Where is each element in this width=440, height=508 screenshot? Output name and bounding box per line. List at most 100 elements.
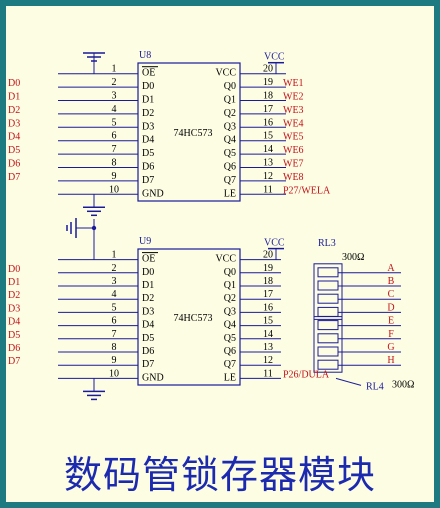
chip-u9-pin-num-4: 4 xyxy=(112,289,117,300)
chip-u9-resistor-7 xyxy=(317,359,339,370)
chip-u9-pin-name-d3: D3 xyxy=(142,306,154,317)
chip-u9-net-p26-dula: P26/DULA xyxy=(283,369,330,380)
chip-u9-pin-num-2: 2 xyxy=(112,263,117,274)
chip-u8-pin-num-12: 12 xyxy=(263,171,273,182)
chip-u8-pin-name-q5: Q5 xyxy=(224,148,236,159)
chip-u9-net-d7: D7 xyxy=(8,356,20,367)
chip-u9-net-d1: D1 xyxy=(8,277,20,288)
chip-u8-pin-num-18: 18 xyxy=(263,91,273,102)
chip-u8-pin-num-6: 6 xyxy=(112,131,117,142)
chip-u9-net-d2: D2 xyxy=(8,290,20,301)
chip-u8-pin-name-q2: Q2 xyxy=(224,108,236,119)
chip-u8-net-d1: D1 xyxy=(8,92,20,103)
chip-u8-pin-num-17: 17 xyxy=(263,104,273,115)
chip-u8-pin-num-15: 15 xyxy=(263,131,273,142)
chip-u9-net-b: B xyxy=(388,276,395,287)
chip-u8-pin-num-14: 14 xyxy=(263,144,273,155)
chip-u9-rl4-package xyxy=(313,316,343,373)
chip-u9-pin-num-5: 5 xyxy=(112,302,117,313)
chip-u8-pin-num-20: 20 xyxy=(263,64,273,75)
chip-u9-pin-num-12: 12 xyxy=(263,355,273,366)
chip-u8-pin-num-7: 7 xyxy=(112,144,117,155)
chip-u9-pin-name-d1: D1 xyxy=(142,280,154,291)
chip-u9-pin-name-q1: Q1 xyxy=(224,280,236,291)
chip-u9-pin-name-d0: D0 xyxy=(142,267,154,278)
chip-u8-pin-num-13: 13 xyxy=(263,158,273,169)
chip-u8-pin-name-q0: Q0 xyxy=(224,81,236,92)
chip-u8-pin-name-d5: D5 xyxy=(142,148,154,159)
chip-u8-pin-num-4: 4 xyxy=(112,104,117,115)
chip-u8-net-we7: WE7 xyxy=(283,159,304,170)
chip-u9-resistor-6 xyxy=(317,346,339,357)
chip-u9-pin-num-1: 1 xyxy=(112,250,117,261)
chip-u9-net-h: H xyxy=(387,355,394,366)
chip-u8-vcc-label: VCC xyxy=(264,52,285,63)
rl3-ref: RL3 xyxy=(318,238,336,249)
chip-u8-net-we3: WE3 xyxy=(283,105,304,116)
chip-u8-pin-name-le: LE xyxy=(224,188,236,199)
chip-u9-pin-num-3: 3 xyxy=(112,276,117,287)
chip-u9-resistor-3 xyxy=(317,306,339,317)
chip-u9-net-d: D xyxy=(387,302,394,313)
chip-u9-resistor-5 xyxy=(317,333,339,344)
chip-u8-pin-num-1: 1 xyxy=(112,64,117,75)
chip-u9-pin-num-8: 8 xyxy=(112,342,117,353)
chip-u9-pin-num-13: 13 xyxy=(263,342,273,353)
chip-u8-ref: U8 xyxy=(139,50,151,61)
chip-u9-pin-name-le: LE xyxy=(224,372,236,383)
chip-u9-vcc-label: VCC xyxy=(264,238,285,249)
chip-u8-net-we2: WE2 xyxy=(283,92,304,103)
chip-u9-pin-name-d2: D2 xyxy=(142,293,154,304)
chip-u9-ref: U9 xyxy=(139,236,151,247)
rl4-value: 300Ω xyxy=(392,379,414,390)
chip-u9-net-f: F xyxy=(388,329,394,340)
chip-u8-net-d0: D0 xyxy=(8,78,20,89)
chip-u8-net-d2: D2 xyxy=(8,105,20,116)
chip-u9-pin-name-q3: Q3 xyxy=(224,306,236,317)
chip-u9-net-e: E xyxy=(388,316,394,327)
chip-u8-pin-name-d4: D4 xyxy=(142,135,154,146)
chip-u8-net-d3: D3 xyxy=(8,118,20,129)
chip-u9-net-d5: D5 xyxy=(8,330,20,341)
chip-u8-net-we1: WE1 xyxy=(283,78,304,89)
chip-u9-net-g: G xyxy=(387,342,394,353)
chip-u9-pin-num-10: 10 xyxy=(109,368,119,379)
chip-u8-pin-num-5: 5 xyxy=(112,117,117,128)
chip-u8-net-we8: WE8 xyxy=(283,172,304,183)
chip-u8-pin-name-d2: D2 xyxy=(142,108,154,119)
chip-u9-pin-name-d7: D7 xyxy=(142,359,154,370)
chip-u9-pin-name-q6: Q6 xyxy=(224,346,236,357)
chip-u9-pin-num-11: 11 xyxy=(263,368,273,379)
chip-u9-pin-num-17: 17 xyxy=(263,289,273,300)
chip-u9-pin-name-q5: Q5 xyxy=(224,333,236,344)
chip-u9-pin-num-19: 19 xyxy=(263,263,273,274)
chip-u8-pin-name-d6: D6 xyxy=(142,162,154,173)
chip-u9-resistor-2 xyxy=(317,293,339,304)
chip-u9-pin-name-d4: D4 xyxy=(142,320,154,331)
chip-u8-net-we4: WE4 xyxy=(283,118,304,129)
chip-u8-pin-name-q6: Q6 xyxy=(224,162,236,173)
chip-u8-pin-name-q1: Q1 xyxy=(224,95,236,106)
chip-u8-pin-num-3: 3 xyxy=(112,91,117,102)
chip-u8-pin-num-2: 2 xyxy=(112,77,117,88)
chip-u8-pin-name-oe: OE xyxy=(142,68,155,79)
chip-u8-pin-name-q4: Q4 xyxy=(224,135,236,146)
chip-u9-pin-num-14: 14 xyxy=(263,329,273,340)
chip-u8-net-d7: D7 xyxy=(8,172,20,183)
chip-u9-pin-name-q0: Q0 xyxy=(224,267,236,278)
chip-u9-net-d6: D6 xyxy=(8,343,20,354)
chip-u8-net-we6: WE6 xyxy=(283,145,304,156)
chip-u9-resistor-1 xyxy=(317,280,339,291)
chip-u8-pin-num-19: 19 xyxy=(263,77,273,88)
chip-u8-pin-name-q7: Q7 xyxy=(224,175,236,186)
chip-u9-pin-name-oe: OE xyxy=(142,254,155,265)
module-caption: 数码管锁存器模块 xyxy=(63,453,376,497)
chip-u8-pin-name-d0: D0 xyxy=(142,81,154,92)
chip-u9-pin-name-q7: Q7 xyxy=(224,359,236,370)
chip-u8-pin-num-11: 11 xyxy=(263,184,273,195)
chip-u9-pin-num-16: 16 xyxy=(263,302,273,313)
chip-u8-pin-name-q3: Q3 xyxy=(224,121,236,132)
chip-u8-pin-name-d7: D7 xyxy=(142,175,154,186)
